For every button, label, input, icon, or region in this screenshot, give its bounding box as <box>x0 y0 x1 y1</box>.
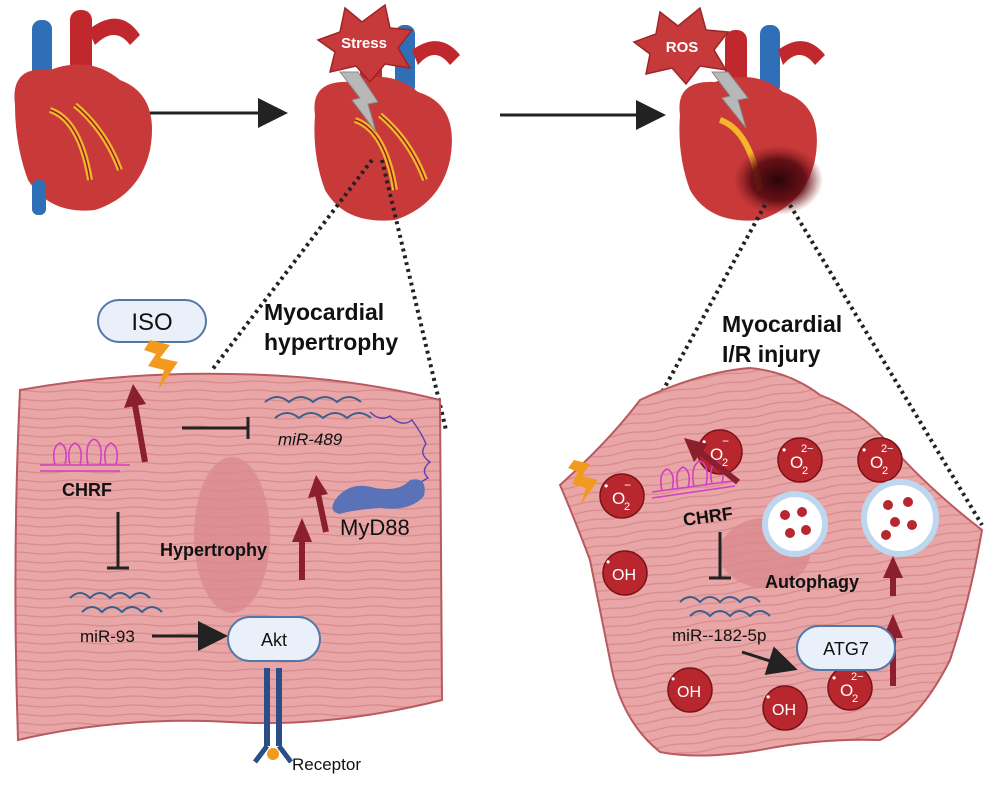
svg-text:2: 2 <box>802 465 808 477</box>
atg7-pill: ATG7 <box>796 625 896 671</box>
mir-489-label: miR-489 <box>278 430 343 449</box>
mir-489-rna <box>264 396 432 497</box>
inhibit-chrf-mir489 <box>182 417 250 439</box>
chrf-lncrna-left <box>40 438 130 472</box>
myd88-protein <box>332 479 425 514</box>
radical-hydroxyl-2: • OH <box>667 667 713 713</box>
radical-hydroxyl-1: • OH <box>602 550 648 596</box>
svg-text:2−: 2− <box>851 671 864 683</box>
mir-93-label: miR-93 <box>80 627 135 646</box>
radical-hydroxyl-3: • OH <box>762 685 808 731</box>
svg-text:OH: OH <box>677 684 701 701</box>
akt-label: Akt <box>261 630 287 650</box>
nucleus-left <box>194 457 270 613</box>
chrf-lncrna-right <box>651 460 741 499</box>
svg-text:•: • <box>832 671 836 685</box>
hypertrophy-title-line2: hypertrophy <box>264 329 398 355</box>
ir-bolt-icon <box>568 460 598 506</box>
radical-superoxide-5: • O 2 2− <box>827 665 873 711</box>
heart-normal <box>14 10 153 215</box>
svg-text:O: O <box>840 681 853 700</box>
hypertrophy-label: Hypertrophy <box>160 540 267 560</box>
svg-text:2: 2 <box>722 457 728 469</box>
autophagy-label: Autophagy <box>765 572 859 592</box>
svg-text:−: − <box>722 434 729 448</box>
svg-text:2: 2 <box>852 693 858 705</box>
svg-text:•: • <box>606 555 610 569</box>
svg-text:•: • <box>862 443 866 457</box>
svg-text:2−: 2− <box>881 443 894 455</box>
svg-text:OH: OH <box>612 567 636 584</box>
ros-burst: ROS <box>632 6 749 129</box>
akt-pill: Akt <box>227 616 321 662</box>
up-arrow-myd88 <box>308 475 329 533</box>
svg-text:O: O <box>870 453 883 472</box>
up-arrow-autophagy-1 <box>883 556 903 596</box>
svg-text:2: 2 <box>624 501 630 513</box>
inhibit-chrf-mir182 <box>709 532 731 580</box>
chrf-label-left: CHRF <box>62 480 112 500</box>
arrow-mir182-atg7 <box>741 646 798 675</box>
ros-label: ROS <box>666 39 699 56</box>
svg-text:•: • <box>702 435 706 449</box>
atg7-label: ATG7 <box>823 639 869 659</box>
svg-text:•: • <box>604 479 608 493</box>
svg-text:O: O <box>790 453 803 472</box>
ir-title-line1: Myocardial <box>722 311 842 337</box>
up-arrow-chrf-left <box>124 384 148 463</box>
stress-burst: Stress <box>316 3 414 133</box>
autophagosome-1 <box>762 491 828 557</box>
stress-label: Stress <box>341 35 387 52</box>
up-arrow-chrf-right <box>684 438 740 485</box>
svg-text:•: • <box>766 690 770 704</box>
hypertrophy-title-line1: Myocardial <box>264 299 384 325</box>
mir-182-rna <box>679 596 771 618</box>
svg-text:2: 2 <box>882 465 888 477</box>
iso-label: ISO <box>131 309 172 336</box>
radical-superoxide-2: • O 2 2− <box>777 437 823 483</box>
iso-pill: ISO <box>97 299 207 343</box>
svg-text:O: O <box>612 489 625 508</box>
mir-93-rna <box>69 592 163 614</box>
radical-superoxide-4: • O 2 − <box>599 473 645 519</box>
svg-text:OH: OH <box>772 702 796 719</box>
inhibit-chrf-mir93 <box>107 512 129 570</box>
myd88-label: MyD88 <box>340 515 410 540</box>
receptor <box>253 668 293 764</box>
up-arrow-hypertrophy <box>292 518 312 580</box>
svg-text:2−: 2− <box>801 443 814 455</box>
radical-superoxide-3: • O 2 2− <box>857 437 903 483</box>
autophagosome-2 <box>861 479 939 557</box>
svg-text:−: − <box>624 478 631 492</box>
mir-182-label: miR--182-5p <box>672 626 766 645</box>
iso-bolt-icon <box>144 340 178 390</box>
svg-text:•: • <box>782 443 786 457</box>
receptor-label: Receptor <box>292 755 361 774</box>
svg-text:•: • <box>671 672 675 686</box>
ir-title-line2: I/R injury <box>722 341 821 367</box>
